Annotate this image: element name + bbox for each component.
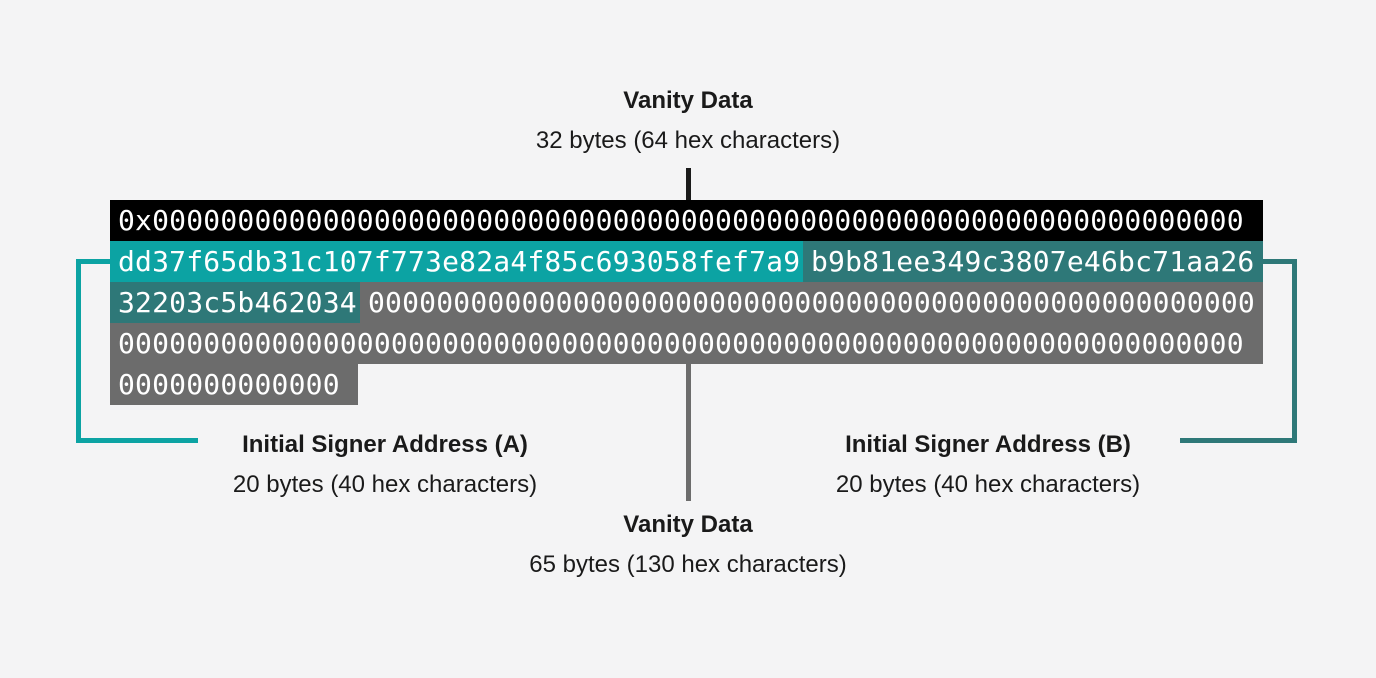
hex-row-1: 0x00000000000000000000000000000000000000… (110, 200, 1263, 241)
signer-a-bracket-top (76, 259, 110, 264)
vanity-data-bottom-title: Vanity Data (623, 511, 753, 538)
vanity-data-bottom-subtitle: 65 bytes (130 hex characters) (529, 551, 847, 578)
signer-b-bracket-vertical (1292, 259, 1297, 443)
signer-b-segment-part1: b9b81ee349c3807e46bc71aa26 (803, 241, 1263, 282)
vanity-bottom-segment-2: 0000000000000000000000000000000000000000… (110, 323, 1263, 364)
signer-a-label: Initial Signer Address (A) 20 bytes (40 … (233, 430, 537, 500)
signer-a-segment: dd37f65db31c107f773e82a4f85c693058fef7a9 (110, 241, 803, 282)
vanity-data-bottom-label: Vanity Data 65 bytes (130 hex characters… (529, 510, 847, 580)
signer-b-bracket-bottom (1180, 438, 1297, 443)
connector-vanity-top-line (686, 168, 691, 201)
signer-b-bracket-top (1263, 259, 1297, 264)
vanity-bottom-segment-1: 0000000000000000000000000000000000000000… (360, 282, 1263, 323)
hex-row-2: dd37f65db31c107f773e82a4f85c693058fef7a9… (110, 241, 1263, 282)
vanity-bottom-segment-3: 0000000000000 (110, 364, 358, 405)
signer-b-label: Initial Signer Address (B) 20 bytes (40 … (836, 430, 1140, 500)
signer-a-subtitle: 20 bytes (40 hex characters) (232, 471, 538, 498)
vanity-data-top-subtitle: 32 bytes (64 hex characters) (535, 127, 841, 154)
vanity-data-top-label: Vanity Data 32 bytes (64 hex characters) (536, 86, 840, 156)
signer-a-title: Initial Signer Address (A) (242, 431, 528, 458)
connector-vanity-bottom-line (686, 364, 691, 501)
signer-a-bracket-bottom (76, 438, 198, 443)
signer-a-bracket-vertical (76, 259, 81, 443)
hex-row-5: 0000000000000 (110, 364, 1263, 405)
signer-b-title: Initial Signer Address (B) (845, 431, 1131, 458)
hex-row-4: 0000000000000000000000000000000000000000… (110, 323, 1263, 364)
hex-row-3: 32203c5b462034 0000000000000000000000000… (110, 282, 1263, 323)
signer-b-segment-part2: 32203c5b462034 (110, 282, 360, 323)
vanity-data-top-title: Vanity Data (623, 87, 753, 114)
hex-block: 0x00000000000000000000000000000000000000… (110, 200, 1263, 405)
vanity-top-segment: 0x00000000000000000000000000000000000000… (110, 200, 1263, 241)
signer-b-subtitle: 20 bytes (40 hex characters) (835, 471, 1141, 498)
